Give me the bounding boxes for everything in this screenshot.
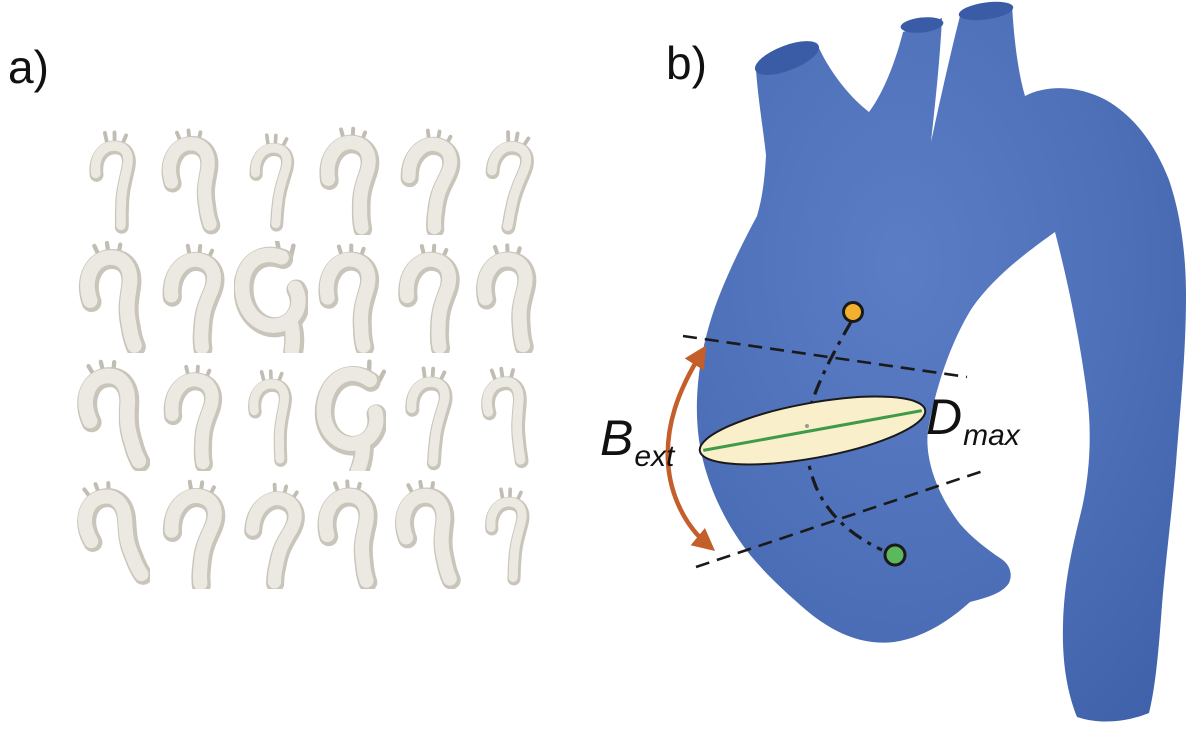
proximal-landmark-dot xyxy=(842,301,864,323)
mesh-thumbnail xyxy=(310,120,389,238)
mesh-thumbnail xyxy=(389,474,468,592)
mesh-thumbnail xyxy=(467,474,546,592)
panel-b-label: b) xyxy=(666,37,707,89)
mesh-thumbnail xyxy=(310,474,389,592)
mesh-thumbnail xyxy=(467,120,546,238)
mesh-thumbnail xyxy=(153,120,232,238)
bext-label: Bext xyxy=(600,410,674,472)
mesh-thumbnail xyxy=(310,356,389,474)
mesh-thumbnail xyxy=(74,238,153,356)
mesh-thumbnail xyxy=(74,474,153,592)
dmax-subscript: max xyxy=(963,419,1020,452)
mesh-thumbnail xyxy=(389,120,468,238)
mesh-thumbnail xyxy=(153,356,232,474)
bext-base: B xyxy=(600,410,634,466)
mesh-thumbnail xyxy=(153,474,232,592)
dmax-base: D xyxy=(926,389,963,445)
mesh-thumbnail xyxy=(74,120,153,238)
mesh-thumbnail xyxy=(310,238,389,356)
mesh-grid xyxy=(74,120,546,592)
branch-cut-1 xyxy=(754,41,820,75)
panel-a-label: a) xyxy=(8,41,49,93)
centerline-dot-on-ellipse xyxy=(805,424,809,428)
mesh-thumbnail xyxy=(389,238,468,356)
mesh-thumbnail xyxy=(231,356,310,474)
dmax-label: Dmax xyxy=(926,389,1020,451)
arc-length-arrow xyxy=(665,345,716,552)
mesh-thumbnail xyxy=(389,356,468,474)
branch-cut-2 xyxy=(900,17,944,33)
aorta-3d-model xyxy=(696,5,1186,722)
cross-section-line-top xyxy=(682,334,968,379)
mesh-thumbnail xyxy=(467,356,546,474)
mesh-thumbnail xyxy=(467,238,546,356)
diameter-line xyxy=(703,409,922,452)
distal-landmark-dot xyxy=(883,543,907,567)
mesh-thumbnail xyxy=(231,474,310,592)
mesh-thumbnail xyxy=(74,356,153,474)
mesh-thumbnail xyxy=(153,238,232,356)
mesh-thumbnail xyxy=(231,238,310,356)
cross-section-line-bottom xyxy=(695,468,987,569)
bext-subscript: ext xyxy=(634,440,675,473)
branch-cut-3 xyxy=(958,1,1014,21)
mesh-thumbnail xyxy=(231,120,310,238)
